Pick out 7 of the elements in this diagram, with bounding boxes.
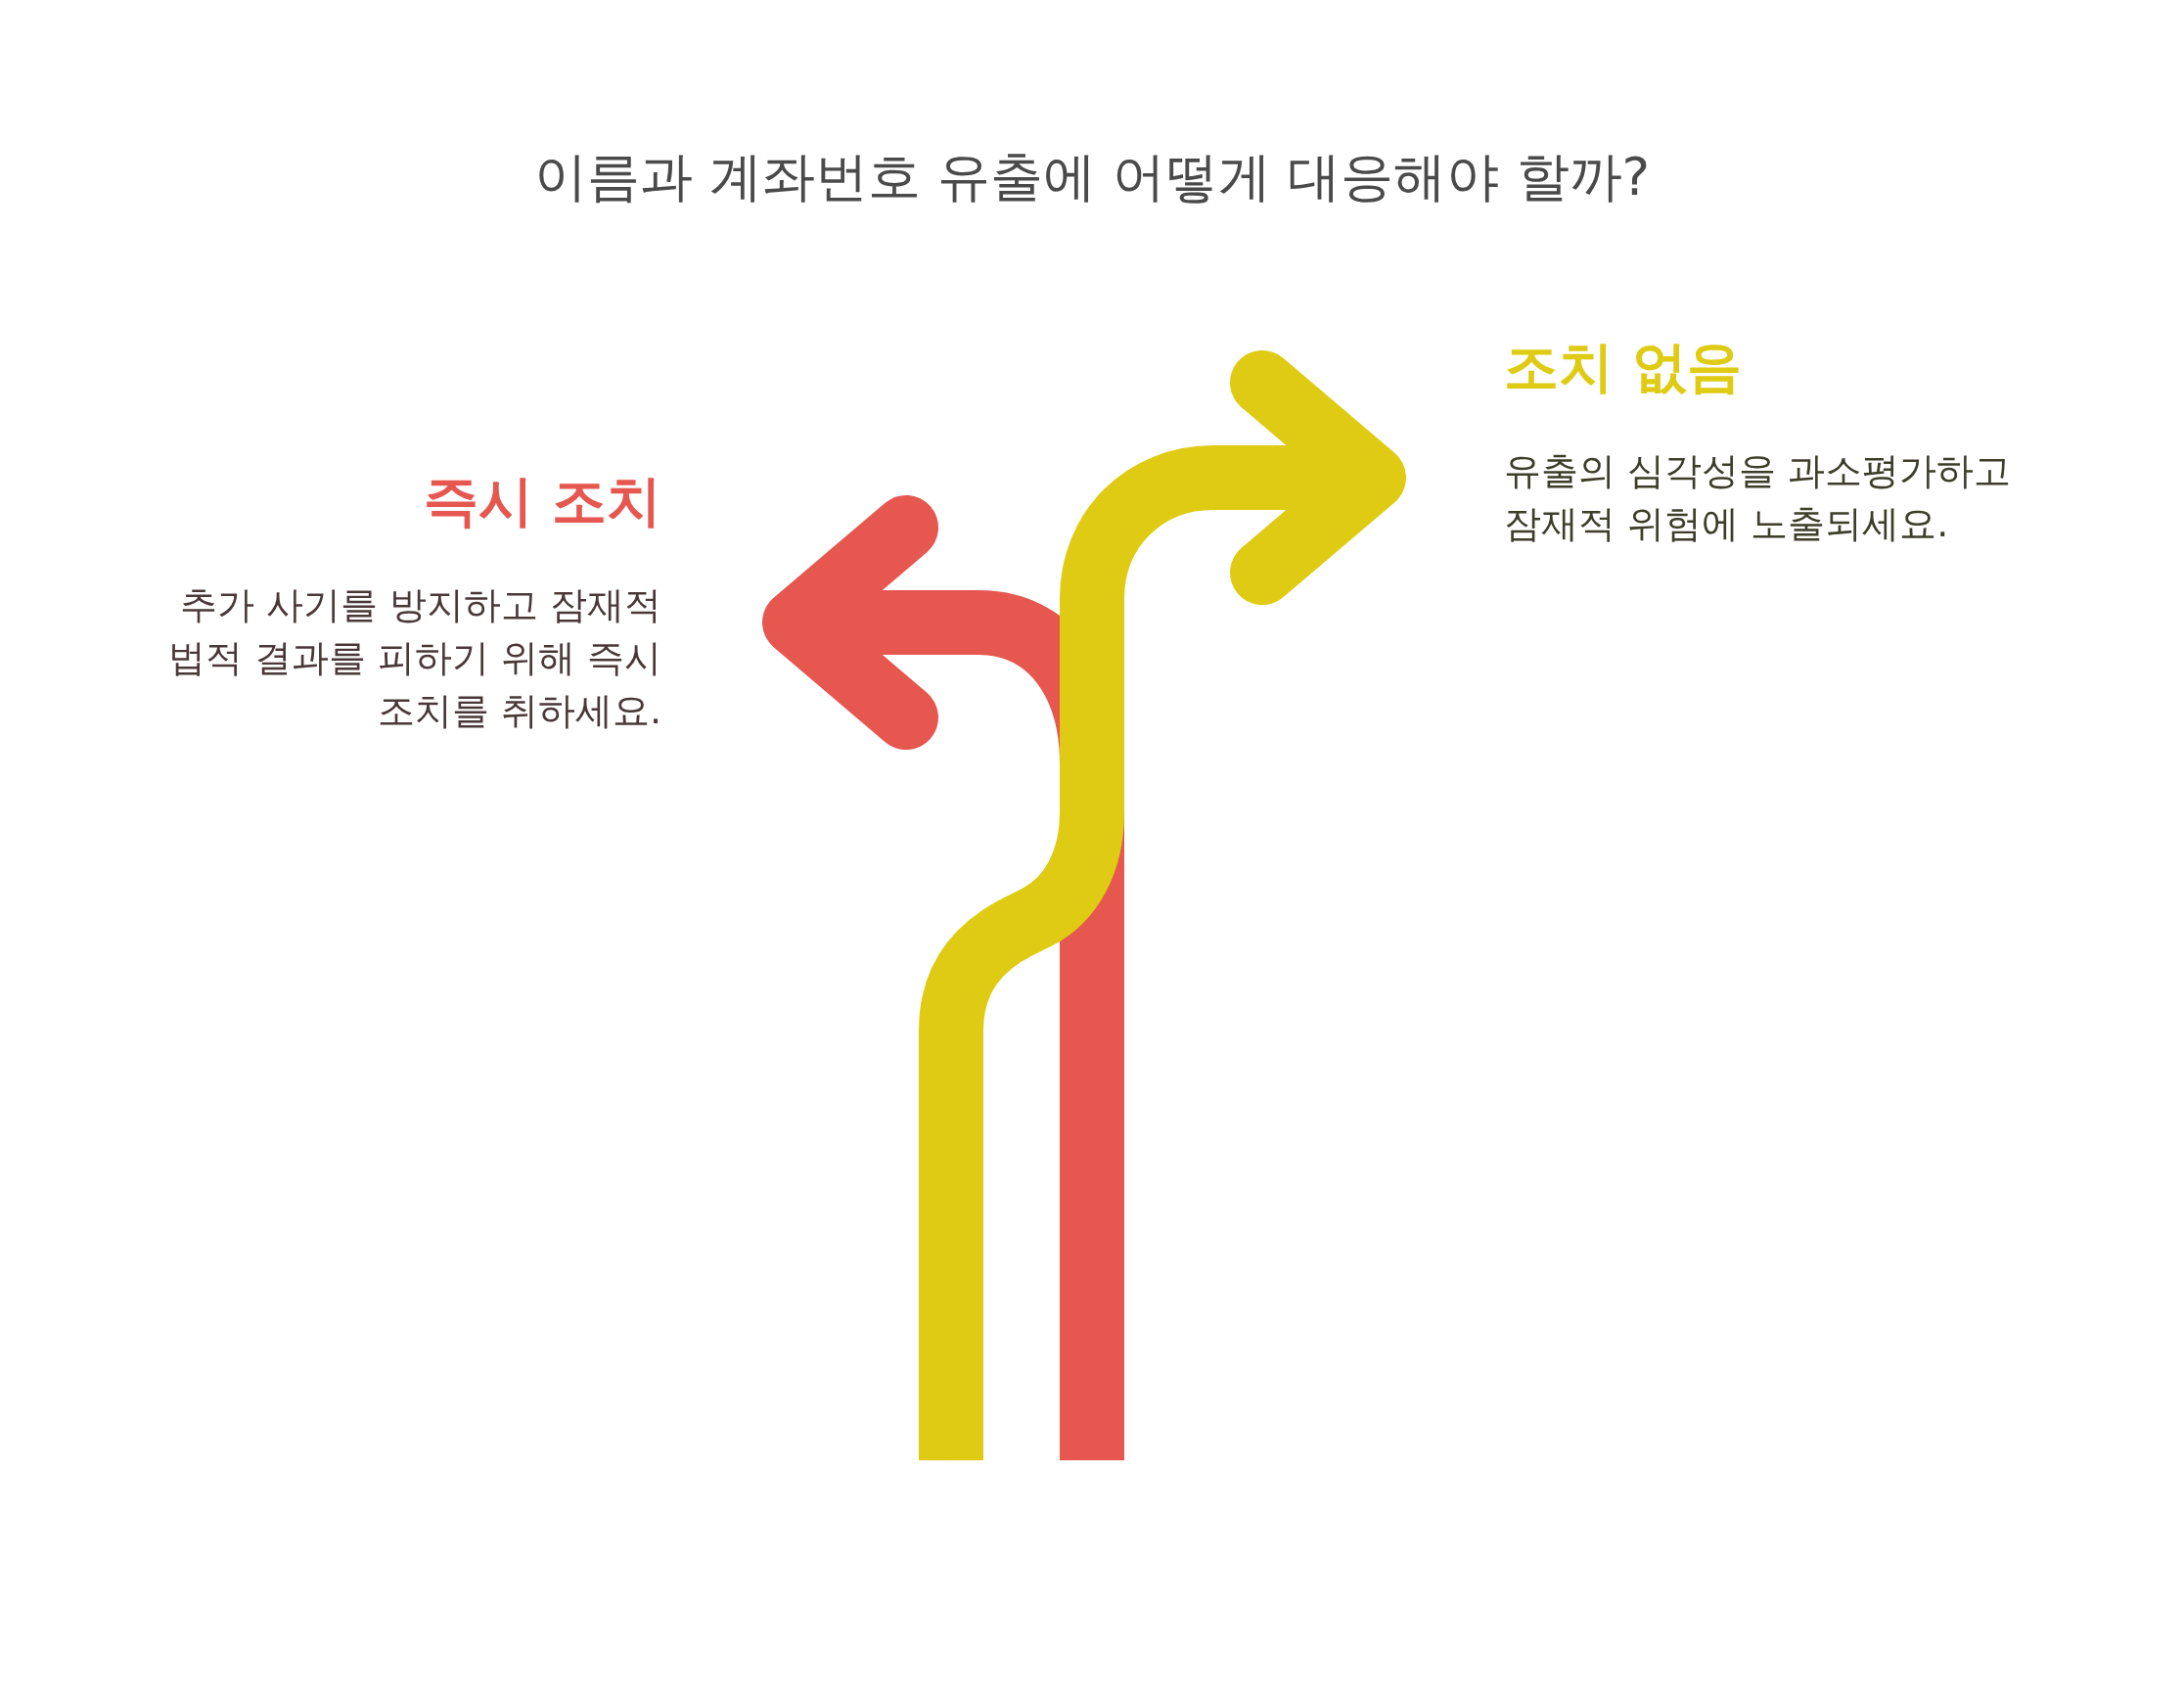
option-description: 유출의 심각성을 과소평가하고 잠재적 위험에 노출되세요. <box>1504 448 2013 547</box>
option-heading: 조치 없음 <box>1504 334 1744 400</box>
arrow <box>762 495 1124 1460</box>
option-description: 추가 사기를 방지하고 잠재적 법적 결과를 피하기 위해 즉시 조치를 취하세요. <box>166 582 661 734</box>
diagram-title: 이름과 계좌번호 유출에 어떻게 대응해야 할까? <box>532 145 1652 209</box>
option-heading: 즉시 조치 <box>422 468 661 534</box>
arrow <box>919 350 1406 1460</box>
